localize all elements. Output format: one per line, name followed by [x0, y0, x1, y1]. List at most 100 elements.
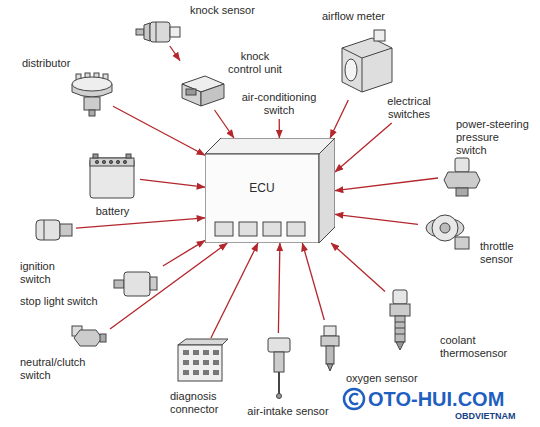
component-label: neutral/clutch switch: [20, 356, 100, 382]
component-label: air-intake sensor: [243, 405, 333, 418]
thread-line: [395, 322, 405, 323]
unit-socket: [186, 89, 196, 95]
sensor-plug: [455, 237, 469, 249]
signal-arrow: [163, 240, 205, 266]
sensor-nut: [390, 304, 410, 316]
component-node: airflow meter: [318, 8, 398, 100]
component-label: diagnosis connector: [170, 390, 225, 416]
unit-side: [201, 84, 224, 106]
component-label: air-conditioning switch: [235, 91, 323, 117]
meter-plug: [374, 30, 385, 41]
cell-cap: [116, 160, 119, 163]
coolant-thermosensor-icon: [390, 290, 410, 350]
battery-terminal: [126, 154, 131, 158]
switch-body: [124, 272, 150, 296]
sensor-thread: [395, 316, 405, 342]
pin: [203, 370, 209, 375]
signal-arrow: [335, 214, 418, 224]
pin: [193, 360, 199, 365]
switch-barrel: [36, 220, 60, 240]
ecu-side-face: [319, 138, 335, 243]
battery-case: [90, 158, 134, 198]
stop-light-switch-icon: [114, 272, 157, 296]
distributor-shaft: [89, 110, 95, 116]
battery-icon: [90, 154, 134, 198]
sensor-thread: [326, 346, 334, 364]
watermark-holder: OTO-HUI.COM: [368, 388, 504, 410]
neutral-clutch-switch-icon: [72, 326, 106, 346]
logo-arc: [350, 394, 358, 404]
oxygen-sensor-icon: [321, 326, 339, 371]
ecu-label: ECU: [234, 182, 290, 195]
signal-arrow: [335, 178, 438, 191]
distributor-icon: [72, 73, 112, 116]
component-label: airflow meter: [322, 10, 394, 23]
airflow-meter-icon: [342, 30, 392, 92]
signal-arrow: [279, 119, 280, 138]
watermark-holder: OBDVIETNAM: [455, 411, 516, 422]
ecu-box: ECU: [205, 138, 335, 243]
power-steering-switch-icon: [444, 158, 480, 196]
switch-plug: [60, 224, 72, 236]
ecu-front-face: [205, 154, 319, 243]
ignition-switch-icon: [36, 220, 72, 240]
component-node: oxygen sensor: [315, 320, 422, 390]
watermark-text: OTO-HUI.COM: [368, 388, 504, 410]
switch-plunger: [114, 280, 124, 288]
barrel-ring: [44, 220, 45, 240]
signal-arrow: [278, 243, 280, 333]
component-label: ignition switch: [20, 260, 65, 286]
pin: [213, 370, 219, 375]
unit-front: [182, 84, 201, 106]
component-node: ignition switch: [18, 208, 76, 288]
signal-arrow: [335, 123, 392, 172]
cell-cap: [95, 160, 98, 163]
component-node: electrical switches: [380, 94, 439, 123]
switch-thread: [456, 188, 468, 196]
switch-pin: [100, 334, 106, 342]
sensor-tip: [327, 364, 333, 371]
component-node: battery: [85, 150, 140, 220]
watermark-logo: [344, 389, 364, 409]
connector-box: [178, 345, 222, 381]
switch-plug: [150, 277, 157, 290]
cell-cap: [109, 160, 112, 163]
meter-edge: [342, 48, 392, 58]
component-label: stop light switch: [20, 295, 115, 308]
ecu-top-face: [205, 138, 335, 154]
cell-cap: [102, 160, 105, 163]
signal-arrow: [140, 179, 205, 187]
pin: [183, 360, 189, 365]
sensor-nut: [144, 23, 150, 41]
signal-arrow: [110, 243, 227, 329]
pin: [213, 360, 219, 365]
ecu-socket: [263, 222, 281, 236]
component-label: power-steering pressure switch: [456, 118, 530, 157]
connector-pins: [183, 350, 219, 375]
ecu-socket: [215, 222, 233, 236]
diagnosis-connector-icon: [178, 339, 228, 381]
signal-arrow: [331, 243, 385, 292]
component-label: battery: [90, 205, 135, 218]
cell-cap: [123, 160, 126, 163]
ecu-socket: [239, 222, 257, 236]
component-label: coolant thermosensor: [440, 334, 510, 360]
sensor-plug: [170, 27, 180, 37]
battery-cover: [90, 158, 134, 166]
component-label: throttle sensor: [480, 240, 530, 266]
component-node: distributor: [18, 55, 113, 117]
component-node: knock sensor: [140, 2, 268, 46]
pin: [213, 350, 219, 355]
connector-lid: [178, 339, 228, 345]
component-label: distributor: [22, 57, 82, 70]
sensor-body: [274, 352, 284, 372]
thread-line: [395, 334, 405, 335]
sensor-probe: [278, 372, 280, 394]
sensor-shaft: [440, 223, 450, 233]
body-line: [156, 22, 157, 42]
signal-arrow: [211, 243, 258, 338]
watermark-text: OBDVIETNAM: [455, 411, 516, 422]
meter-body: [342, 38, 392, 92]
cap-top: [72, 77, 112, 91]
switch-cap: [455, 158, 469, 172]
